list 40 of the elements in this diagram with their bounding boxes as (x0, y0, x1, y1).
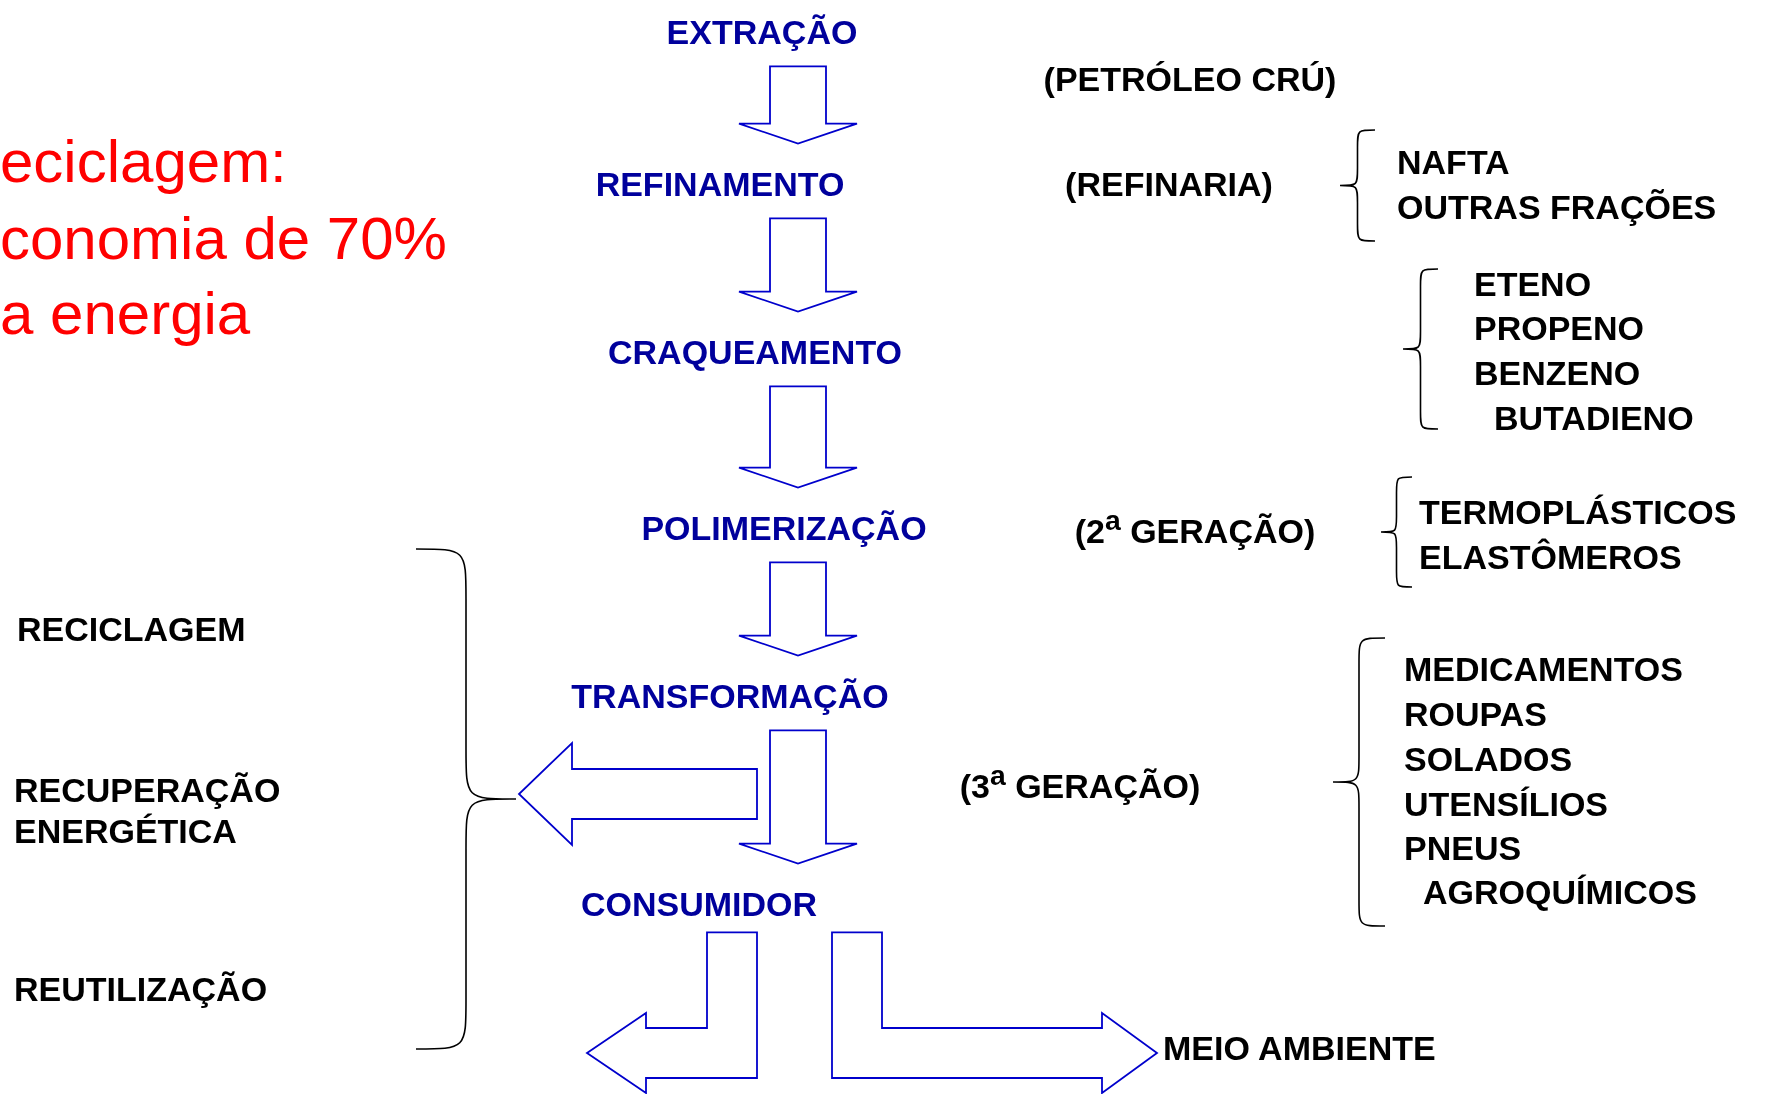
list-item: PROPENO (1474, 307, 1645, 349)
list-item: TERMOPLÁSTICOS (1419, 491, 1737, 533)
list-item: OUTRAS FRAÇÕES (1397, 186, 1717, 228)
step-label: TRANSFORMAÇÃO (571, 675, 889, 717)
list-item: ETENO (1474, 263, 1592, 305)
list-item: MEDICAMENTOS (1404, 648, 1683, 690)
list-item: UTENSÍLIOS (1404, 783, 1609, 825)
block-arrow (738, 385, 858, 489)
curly-brace (415, 548, 517, 1050)
step-label: RECICLAGEM (17, 608, 246, 650)
note-text: a energia (0, 279, 251, 349)
list-item: PNEUS (1404, 827, 1522, 869)
step-label: CONSUMIDOR (580, 883, 818, 925)
block-arrow (585, 931, 758, 1094)
note-text: (2$^{a}$ GERAÇÃO) (1074, 504, 1316, 552)
step-label: EXTRAÇÃO (666, 11, 858, 53)
note-text: conomia de 70% (0, 204, 447, 274)
list-item: NAFTA (1397, 141, 1510, 183)
note-text: eciclagem: (0, 127, 287, 197)
list-item: BENZENO (1474, 352, 1641, 394)
list-item: SOLADOS (1404, 738, 1573, 780)
block-arrow (517, 740, 758, 848)
list-item: ELASTÔMEROS (1419, 536, 1682, 578)
step-label: RECUPERAÇÃO ENERGÉTICA (14, 770, 314, 852)
block-arrow (738, 65, 858, 145)
list-item: BUTADIENO (1494, 397, 1694, 439)
block-arrow (738, 729, 858, 865)
step-label: CRAQUEAMENTO (608, 331, 902, 373)
step-label: POLIMERIZAÇÃO (641, 507, 927, 549)
note-text: (PETRÓLEO CRÚ) (1043, 58, 1337, 100)
step-label: REFINAMENTO (595, 163, 845, 205)
note-text: (3$^{a}$ GERAÇÃO) (959, 759, 1201, 807)
block-arrow (738, 561, 858, 657)
block-arrow (831, 931, 1159, 1094)
list-item: ROUPAS (1404, 693, 1547, 735)
block-arrow (738, 217, 858, 313)
note-text: (REFINARIA) (1065, 163, 1273, 205)
list-item: AGROQUÍMICOS (1423, 871, 1697, 913)
step-label: REUTILIZAÇÃO (14, 968, 268, 1010)
step-label: MEIO AMBIENTE (1163, 1027, 1436, 1069)
